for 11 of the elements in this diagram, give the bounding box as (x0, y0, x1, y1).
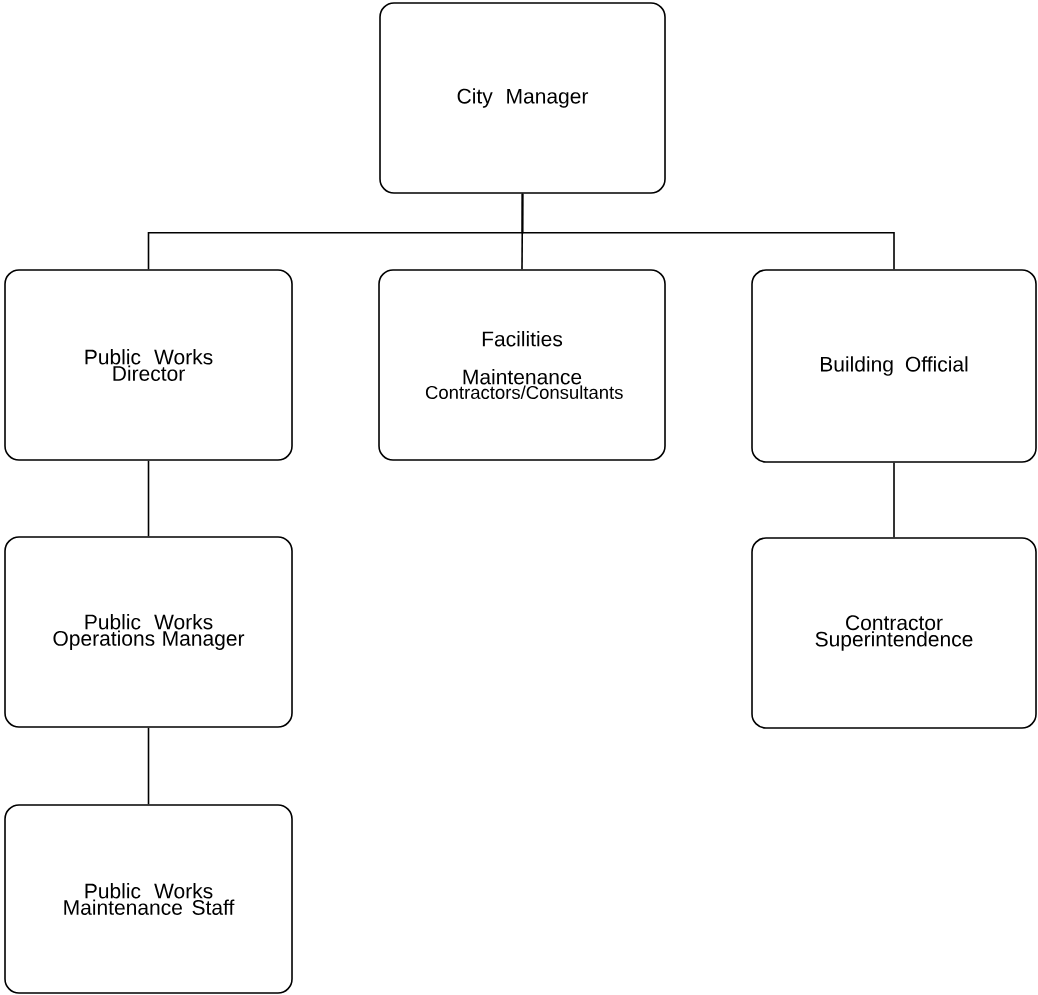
connector-line (521, 193, 895, 270)
connector-line (147, 460, 150, 537)
connector-line (893, 462, 895, 538)
org-box: Contractor Superintendence (751, 537, 1037, 729)
org-box: Public Works Director (4, 269, 293, 461)
connector-line (147, 727, 150, 805)
org-box: Building Official (751, 269, 1037, 463)
org-box: City Manager (379, 2, 666, 194)
org-box: Public Works Maintenance Staff (4, 804, 293, 994)
org-box: Facilities Maintenance Contractors/Consultants (378, 269, 666, 461)
org-box: Public Works Operations Manager (4, 536, 293, 728)
